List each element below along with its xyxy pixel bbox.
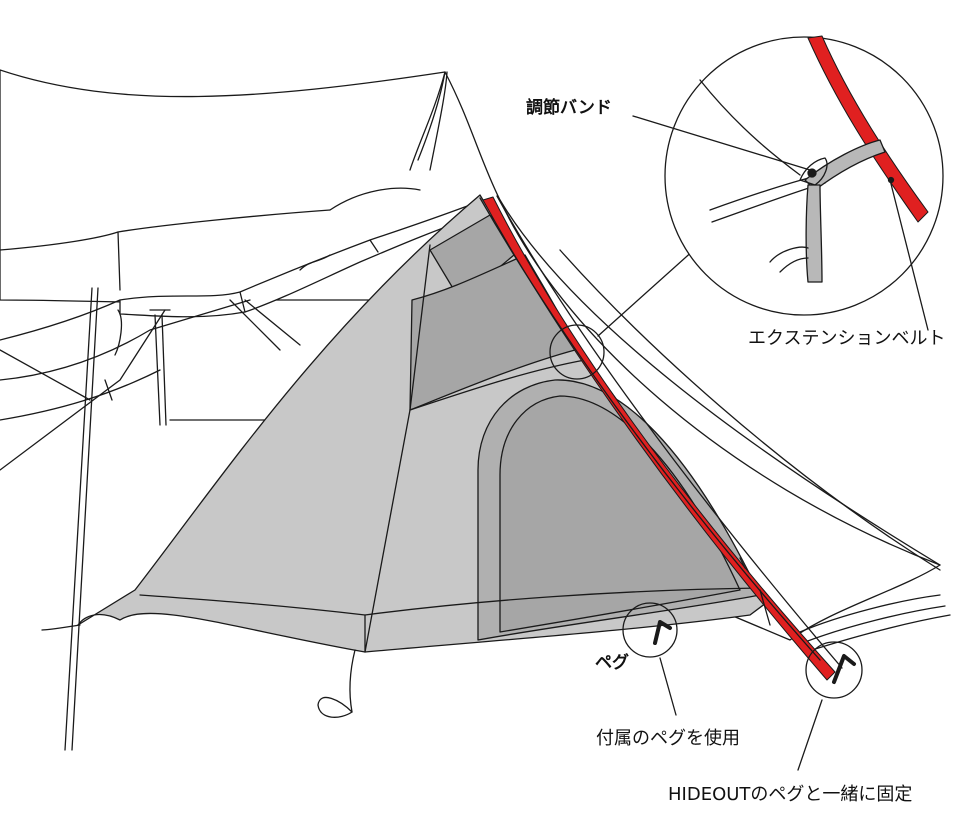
peg-detail-front bbox=[622, 602, 678, 716]
extension-belt-leader bbox=[889, 179, 929, 331]
label-extension-belt: エクステンションベルト bbox=[748, 328, 946, 349]
label-hideout-peg: HIDEOUTのペグと一緒に固定 bbox=[668, 784, 913, 805]
extension-belt-line bbox=[479, 195, 843, 681]
label-adjust-band: 調節バンド bbox=[526, 98, 612, 118]
zoom-inset bbox=[549, 35, 944, 380]
left-frame bbox=[0, 287, 301, 751]
adjust-band-leader bbox=[632, 115, 811, 171]
inner-tent bbox=[41, 194, 771, 718]
peg-detail-corner bbox=[797, 641, 863, 771]
label-included-peg: 付属のペグを使用 bbox=[596, 728, 740, 749]
label-peg: ペグ bbox=[595, 653, 629, 673]
